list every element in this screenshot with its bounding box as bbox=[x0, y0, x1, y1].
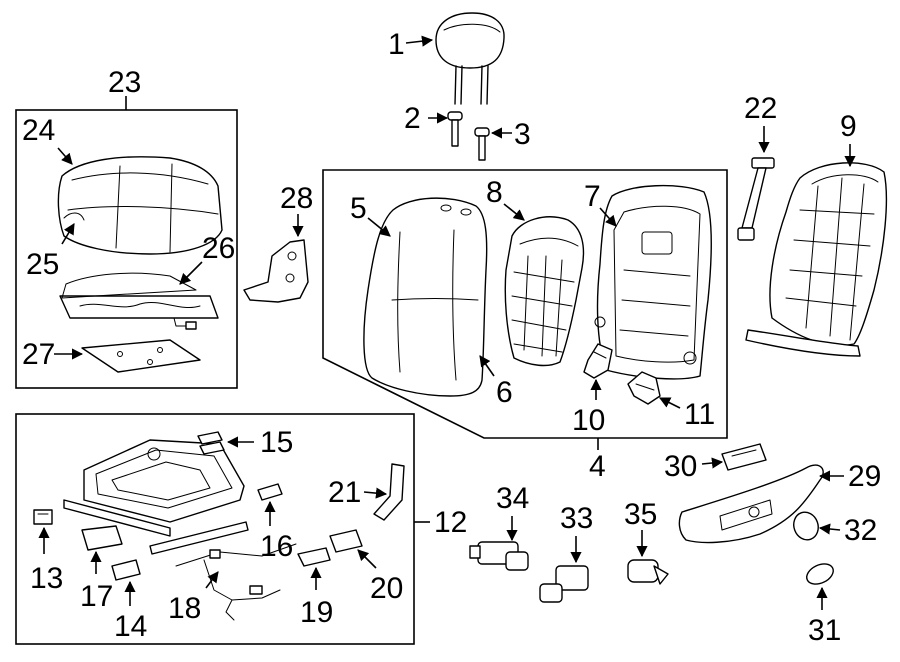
callout-1: 1 bbox=[388, 28, 405, 61]
leader-21 bbox=[363, 487, 388, 499]
recline-knob bbox=[806, 563, 834, 585]
callout-3: 3 bbox=[514, 118, 531, 151]
leader-20 bbox=[357, 549, 377, 569]
callout-9: 9 bbox=[840, 110, 857, 143]
callout-25: 25 bbox=[26, 248, 59, 281]
callout-17: 17 bbox=[80, 580, 113, 613]
callout-26: 26 bbox=[202, 232, 235, 265]
leader-18 bbox=[205, 571, 219, 589]
callout-4: 4 bbox=[589, 450, 606, 483]
callout-23: 23 bbox=[108, 66, 141, 99]
leader-5 bbox=[367, 217, 391, 237]
track-kit-frame bbox=[15, 413, 415, 645]
callout-33: 33 bbox=[560, 502, 593, 535]
callout-21: 21 bbox=[328, 476, 361, 509]
headrest bbox=[435, 12, 505, 105]
callout-15: 15 bbox=[260, 426, 293, 459]
callout-5: 5 bbox=[350, 192, 367, 225]
seat-motor-b bbox=[539, 565, 589, 603]
seat-heater-mat bbox=[59, 272, 219, 330]
bracket-clip bbox=[583, 343, 613, 379]
leader-25 bbox=[61, 223, 75, 245]
callout-13: 13 bbox=[30, 562, 63, 595]
headrest-guide-left bbox=[447, 111, 463, 147]
callout-27: 27 bbox=[22, 338, 55, 371]
seat-back-rear-panel bbox=[745, 162, 888, 357]
outer-side-shield bbox=[678, 464, 824, 544]
track-cover-21 bbox=[373, 463, 405, 521]
callout-30: 30 bbox=[664, 450, 697, 483]
callout-18: 18 bbox=[168, 592, 201, 625]
support-bracket bbox=[627, 371, 661, 405]
callout-29: 29 bbox=[848, 460, 881, 493]
cushion-pad-plate bbox=[81, 339, 201, 373]
callout-10: 10 bbox=[572, 404, 605, 437]
leader-30 bbox=[701, 457, 724, 469]
leader-8 bbox=[503, 203, 525, 221]
seat-back-kit-frame bbox=[322, 169, 728, 439]
seat-motor-c bbox=[627, 559, 669, 585]
leader-24 bbox=[57, 147, 73, 165]
callout-8: 8 bbox=[486, 176, 503, 209]
callout-2: 2 bbox=[404, 102, 421, 135]
leader-11 bbox=[658, 397, 681, 409]
leader-7 bbox=[599, 207, 617, 227]
seat-motor-a bbox=[469, 541, 529, 571]
track-cover-15 bbox=[197, 431, 225, 455]
callout-19: 19 bbox=[300, 596, 333, 629]
headrest-guide-right bbox=[474, 127, 490, 161]
callout-20: 20 bbox=[370, 572, 403, 605]
callout-12: 12 bbox=[434, 506, 467, 539]
track-cover-13 bbox=[33, 509, 53, 525]
callout-28: 28 bbox=[280, 182, 313, 215]
adjust-knob bbox=[793, 511, 819, 541]
leader-26 bbox=[179, 261, 203, 285]
track-bracket-20 bbox=[329, 529, 363, 553]
callout-31: 31 bbox=[808, 614, 841, 647]
leader-6 bbox=[479, 355, 495, 377]
trim-strip bbox=[737, 157, 775, 241]
side-shield-cover bbox=[243, 239, 309, 303]
callout-22: 22 bbox=[744, 92, 777, 125]
track-bracket-19 bbox=[297, 547, 331, 567]
track-cover-16 bbox=[257, 483, 283, 501]
seat-back-pad bbox=[504, 216, 585, 367]
callout-7: 7 bbox=[584, 180, 601, 213]
leader-32 bbox=[818, 523, 841, 535]
callout-6: 6 bbox=[496, 376, 513, 409]
callout-numbers: 1 2 3 4 5 6 7 8 9 10 11 12 13 14 15 16 1… bbox=[22, 28, 881, 647]
callout-34: 34 bbox=[496, 482, 529, 515]
seat-cushion-cover bbox=[57, 156, 223, 255]
callout-32: 32 bbox=[844, 514, 877, 547]
seat-back-frame bbox=[594, 184, 712, 380]
seat-back-cover bbox=[363, 197, 488, 397]
callout-35: 35 bbox=[624, 498, 657, 531]
callout-16: 16 bbox=[260, 530, 293, 563]
callout-leaders bbox=[38, 35, 856, 610]
callout-14: 14 bbox=[114, 610, 147, 643]
leader-1 bbox=[405, 35, 434, 47]
seat-track-assembly bbox=[63, 439, 249, 555]
seat-switch bbox=[721, 443, 767, 471]
callout-24: 24 bbox=[22, 114, 55, 147]
track-cover-14 bbox=[111, 559, 141, 581]
callout-11: 11 bbox=[684, 398, 715, 431]
control-module bbox=[81, 525, 123, 551]
